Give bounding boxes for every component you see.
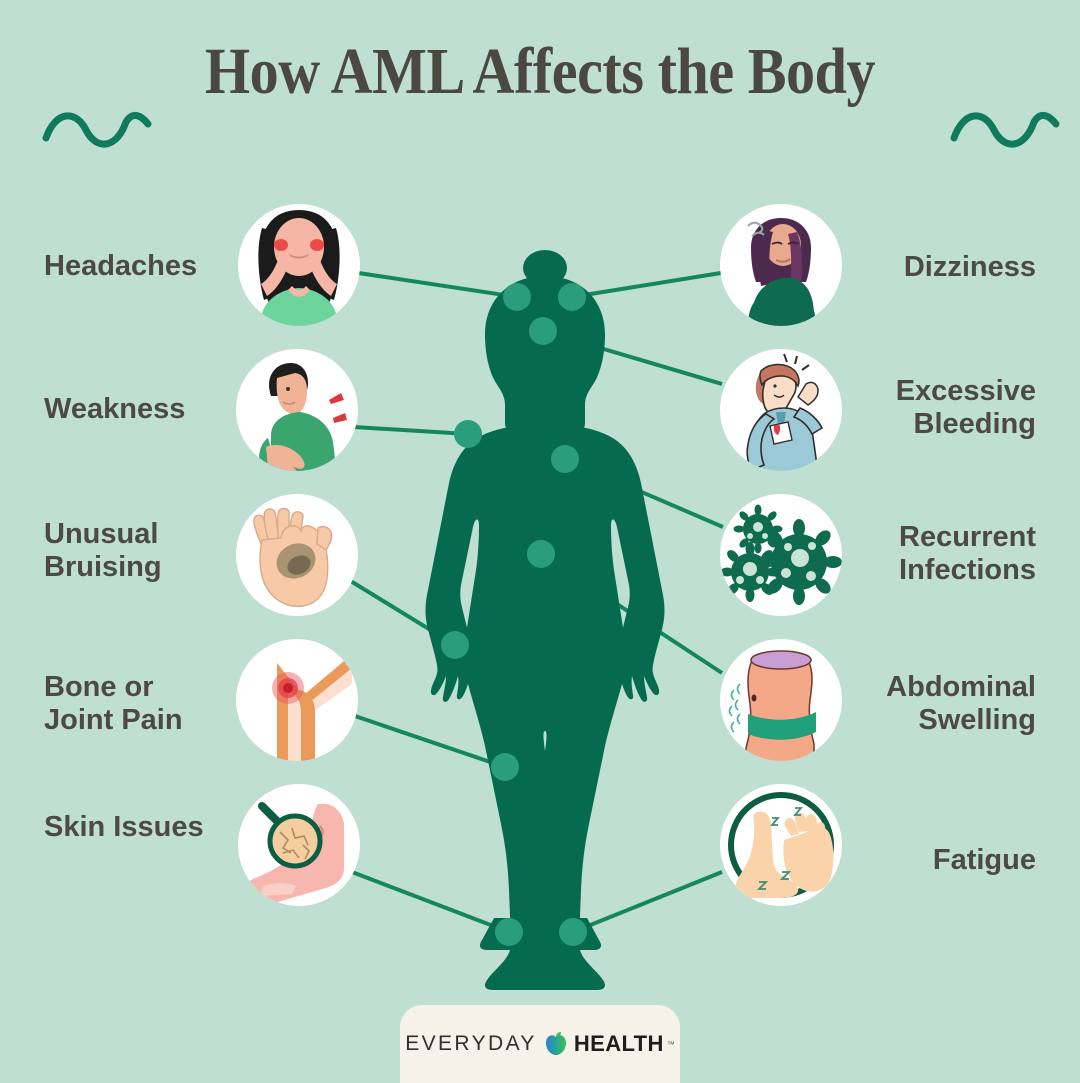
label-bruising: Unusual Bruising bbox=[44, 518, 162, 584]
connector-skin-issues bbox=[351, 870, 510, 934]
dot-hand bbox=[441, 631, 469, 659]
tired-foot-hand-icon bbox=[728, 792, 834, 898]
dot-foot-left bbox=[495, 918, 523, 946]
label-headaches: Headaches bbox=[44, 250, 198, 282]
brand-footer: EVERYDAY HEALTH ™ bbox=[400, 1005, 680, 1083]
icon-circle-bleeding[interactable] bbox=[720, 349, 842, 472]
dot-face bbox=[529, 317, 557, 345]
dot-knee bbox=[491, 753, 519, 781]
icon-circle-weakness[interactable] bbox=[236, 349, 358, 487]
page-title: How AML Affects the Body bbox=[204, 35, 876, 108]
everyday-health-logo: EVERYDAY HEALTH ™ bbox=[405, 1031, 675, 1057]
wave-squiggle-right-icon bbox=[950, 112, 1060, 148]
dot-head-right bbox=[558, 283, 586, 311]
body-dots bbox=[441, 283, 587, 946]
label-infections: Recurrent Infections bbox=[899, 521, 1036, 587]
dot-abdomen bbox=[527, 540, 555, 568]
connector-weakness bbox=[353, 425, 469, 436]
foot-magnifier-skin-icon bbox=[242, 802, 344, 906]
icon-circle-fatigue[interactable] bbox=[720, 784, 842, 906]
brand-everyday: EVERYDAY bbox=[405, 1032, 537, 1055]
icon-circle-dizziness[interactable] bbox=[720, 204, 842, 344]
icon-circle-bruising[interactable] bbox=[236, 494, 358, 616]
dot-foot-right bbox=[559, 918, 587, 946]
woman-headache-icon bbox=[258, 210, 340, 326]
label-dizziness: Dizziness bbox=[903, 251, 1036, 283]
connector-fatigue bbox=[572, 870, 723, 934]
connector-dizziness bbox=[571, 270, 728, 299]
swollen-abdomen-icon bbox=[728, 650, 816, 761]
apple-logo-icon bbox=[545, 1032, 566, 1055]
icon-circle-abdominal[interactable] bbox=[720, 639, 842, 762]
label-abdominal: Abdominal Swelling bbox=[886, 671, 1036, 737]
icon-circle-skin-issues[interactable] bbox=[238, 784, 360, 907]
icon-circle-infections[interactable] bbox=[720, 494, 842, 616]
bruised-hand-icon bbox=[253, 507, 333, 608]
dot-head-left bbox=[503, 283, 531, 311]
dot-chest bbox=[551, 445, 579, 473]
icon-circle-joint-pain[interactable] bbox=[236, 639, 358, 763]
label-weakness: Weakness bbox=[44, 393, 186, 425]
female-body-silhouette bbox=[425, 250, 665, 990]
dot-shoulder bbox=[454, 420, 482, 448]
knee-joint-pain-icon bbox=[272, 656, 352, 761]
label-fatigue: Fatigue bbox=[932, 844, 1036, 876]
label-skin-issues: Skin Issues bbox=[44, 811, 204, 843]
man-shoulder-pain-icon bbox=[259, 363, 347, 471]
label-joint-pain: Bone or Joint Pain bbox=[44, 671, 183, 737]
woman-dizzy-icon bbox=[747, 218, 816, 326]
connector-headaches bbox=[351, 270, 518, 299]
wave-squiggle-left-icon bbox=[42, 112, 152, 148]
label-bleeding: Excessive Bleeding bbox=[895, 375, 1036, 441]
icon-circle-headaches[interactable] bbox=[238, 204, 360, 328]
man-nosebleed-icon bbox=[746, 353, 824, 471]
virus-particles-icon bbox=[720, 504, 842, 605]
connector-joint-pain bbox=[351, 713, 506, 769]
trademark-symbol: ™ bbox=[666, 1039, 675, 1049]
brand-health: HEALTH bbox=[573, 1031, 664, 1056]
